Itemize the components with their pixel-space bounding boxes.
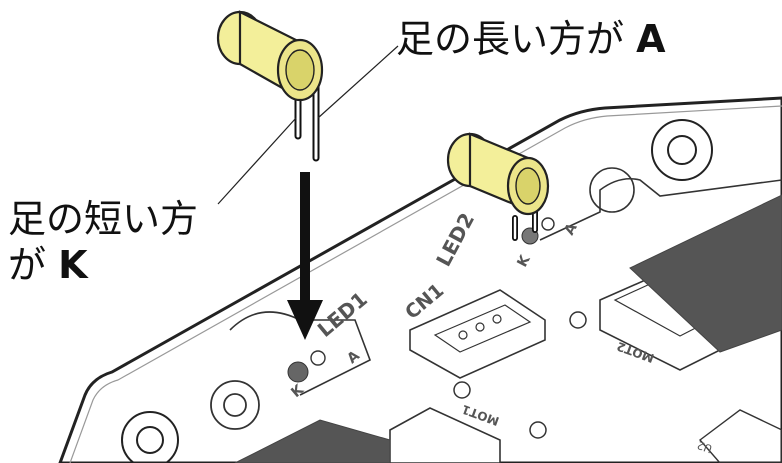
callout-long-leg-anode: 足の長い方が A (396, 16, 666, 62)
led-component-mounted-led2 (446, 132, 550, 241)
callout-short-leg-cathode: 足の短い方 が K (8, 196, 198, 288)
cn1-connector-footprint (409, 289, 546, 379)
chip-large-bottom (234, 419, 391, 463)
via-2 (453, 381, 471, 399)
callout-long-leg-text: 足の長い方が (396, 17, 625, 61)
leader-line-long-leg (317, 45, 399, 119)
via-3 (529, 421, 547, 439)
insertion-arrow (287, 172, 323, 340)
callout-short-leg-line2: が K (8, 242, 198, 288)
callout-short-leg-pin: K (58, 243, 88, 287)
callout-short-leg-line1: 足の短い方 (8, 197, 199, 241)
via-1 (569, 311, 587, 329)
led2-footprint (521, 167, 782, 245)
u2-footprint (698, 409, 782, 463)
mounting-hole-top-right (651, 119, 713, 181)
pcb-board-inner-edge (69, 105, 782, 463)
led1-footprint (229, 311, 372, 396)
mounting-hole-bottom-left (121, 411, 179, 463)
callout-long-leg-pin: A (636, 17, 666, 61)
u2-silk-label: U2 (695, 438, 714, 455)
mounting-hole-left (210, 380, 260, 430)
callout-short-leg-prefix: が (8, 243, 47, 287)
leader-line-short-leg (217, 117, 297, 205)
chip-large-right (629, 194, 782, 353)
led-component-loose (216, 10, 324, 162)
